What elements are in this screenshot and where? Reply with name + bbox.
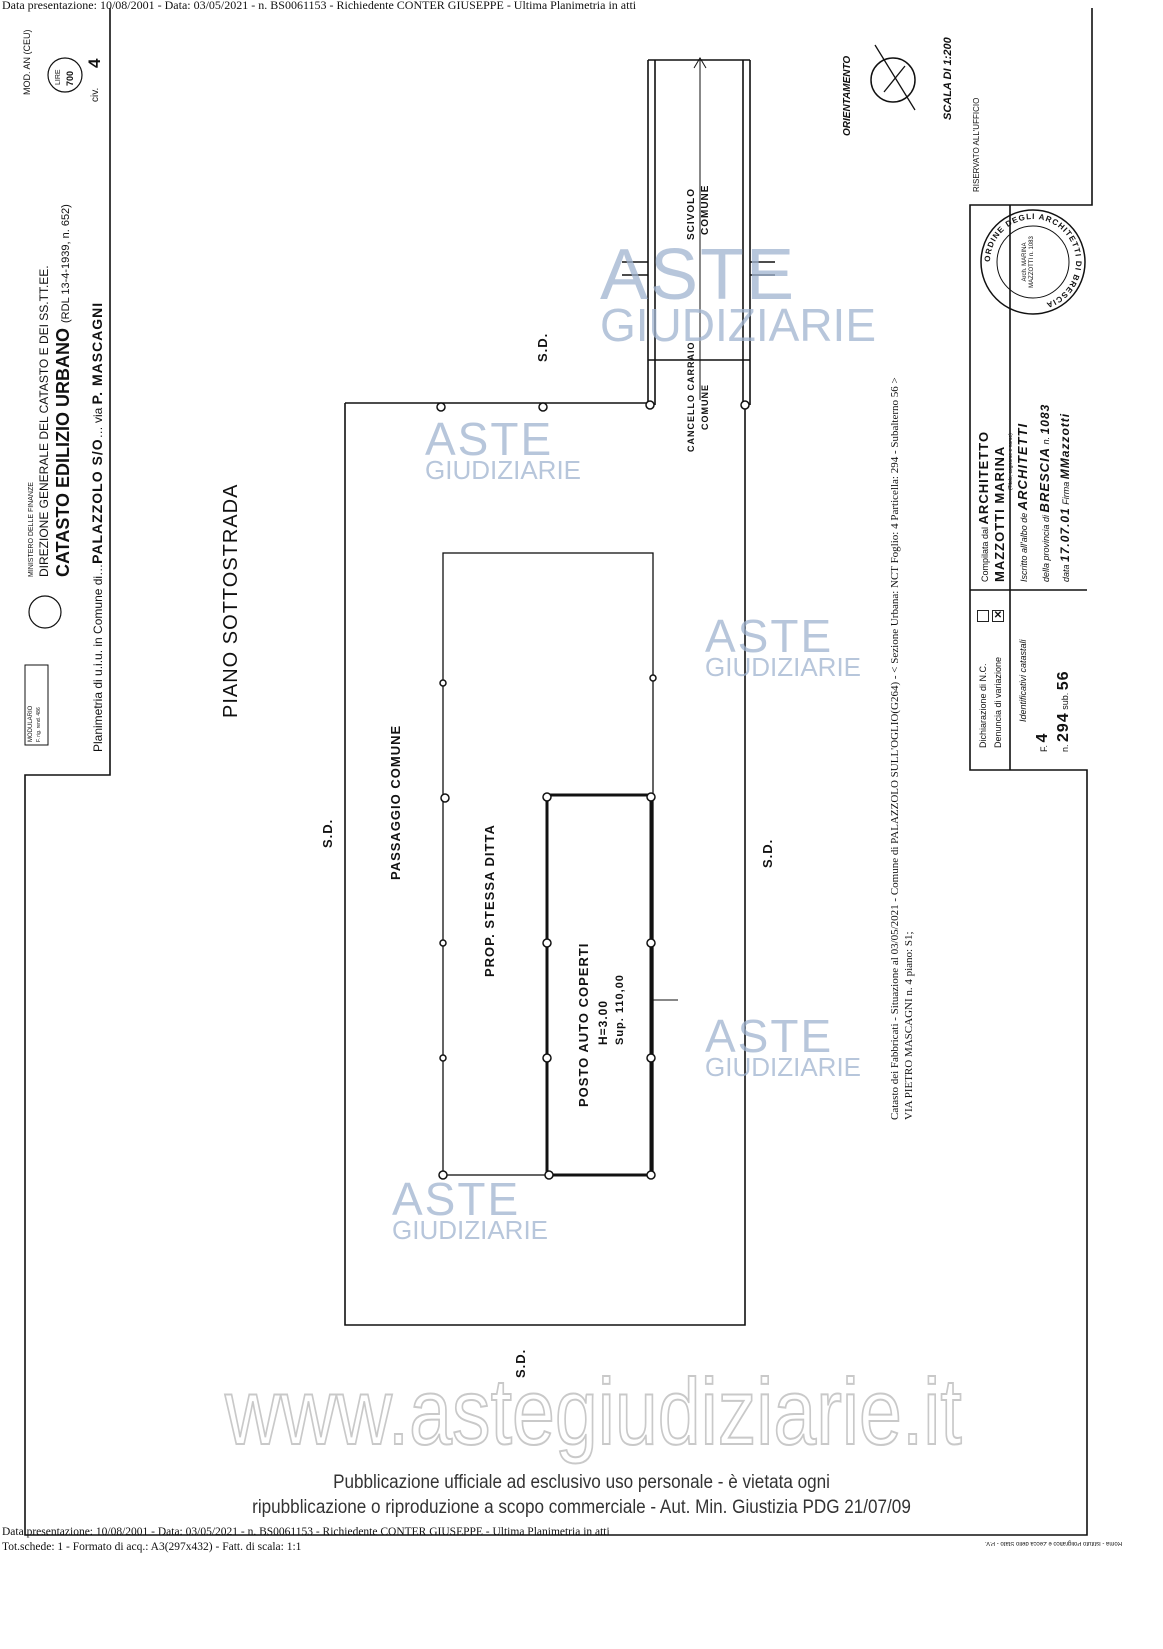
same-owner-label: PROP. STESSA DITTA (482, 824, 497, 977)
identificativi-label: Identificativi catastali (1018, 639, 1028, 722)
civ-value: 4 (85, 57, 104, 68)
ramp (647, 59, 751, 405)
printer-note: Roma - Istituto Poligrafico e Zecca dell… (985, 1540, 1123, 1546)
orientation-label: ORIENTAMENTO (842, 55, 853, 136)
right-box-divider (970, 205, 1087, 770)
lire-value: 700 (65, 70, 75, 86)
modulario-label: MODULARIO (28, 705, 34, 742)
direction-label: DIREZIONE GENERALE DEL CATASTO E DEI SS.… (37, 265, 51, 577)
header-line: Data presentazione: 10/08/2001 - Data: 0… (2, 0, 637, 12)
dichiarazione-checkbox[interactable] (977, 610, 989, 622)
titolo-hint: (Titolo, cognome e nome) (1008, 433, 1014, 490)
albo-field: Iscritto all'albo de ARCHITETTI (1015, 422, 1030, 582)
cadastre-line-1: Catasto dei Fabbricati - Situazione al 0… (889, 377, 901, 1120)
location-line: Planimetria di u.i.u. in Comune di…PALAZ… (89, 301, 105, 752)
compass-arrow (874, 44, 916, 111)
document-title: CATASTO EDILIZIO URBANO (RDL 13-4-1939, … (53, 204, 73, 577)
watermark-site: www.astegiudiziarie.it (224, 1359, 962, 1465)
publication-line-2: ripubblicazione o riproduzione a scopo c… (252, 1497, 911, 1518)
footer-line-1: Data presentazione: 10/08/2001 - Data: 0… (2, 1526, 610, 1538)
ramp-walls (622, 261, 775, 276)
parking-label: POSTO AUTO COPERTI (576, 942, 591, 1107)
provincia-field: della provincia di BRESCIA n. 1083 (1037, 403, 1052, 582)
dichiarazione-label: Dichiarazione di N.C. (978, 663, 988, 748)
passage-label: PASSAGGIO COMUNE (388, 724, 403, 880)
gate-label: CANCELLO CARRAIO (686, 341, 696, 453)
civ-label: civ. (90, 87, 101, 102)
compiler-name: MAZZOTTI MARINA (992, 445, 1007, 582)
sd-label-right: S.D. (760, 838, 775, 868)
modulario-box (24, 664, 49, 746)
lire-label: LIRE (55, 69, 62, 85)
sd-label-left: S.D. (320, 818, 335, 848)
cadastre-line-2: VIA PIETRO MASCAGNI n. 4 piano: S1; (903, 931, 915, 1120)
sd-label-top: S.D. (535, 332, 550, 362)
surface-label: Sup. 110,00 (614, 974, 626, 1045)
floor-label: PIANO SOTTOSTRADA (220, 483, 242, 718)
height-label: H=3.00 (596, 999, 610, 1045)
outer-boundary (344, 402, 746, 1326)
ramp-label-2: COMUNE (700, 184, 711, 235)
denuncia-checkbox-checked[interactable]: ✕ (992, 610, 1004, 622)
data-firma-field: data 17.07.01 Firma MMazzotti (1058, 412, 1072, 582)
compilata-field: Compilata dal ARCHITETTO (976, 430, 991, 582)
ministry-emblem (28, 595, 62, 629)
compass (870, 57, 916, 103)
stamp-inner (996, 225, 1070, 299)
gate-label-2: COMUNE (700, 384, 710, 430)
particella-field: n. 294 sub. 56 (1055, 670, 1072, 752)
parking-box (545, 793, 653, 1177)
denuncia-label: Denuncia di variazione (993, 656, 1003, 748)
publication-line-1: Pubblicazione ufficiale ad esclusivo uso… (333, 1472, 830, 1493)
form-model: MOD. AN (CEU) (22, 29, 32, 95)
ramp-label: SCIVOLO (686, 187, 697, 240)
scale-label: SCALA DI 1:200 (942, 37, 954, 120)
form-frame (24, 8, 1093, 1536)
ramp-arrow (693, 57, 707, 400)
stamp-outer (980, 209, 1086, 315)
stamp-text: Arch. MARINA MAZZOTTI n. 1083 (1022, 236, 1035, 288)
modulario-sub: F. rig. rend. 486 (36, 707, 42, 742)
reserved-label: RISERVATO ALL'UFFICIO (972, 97, 981, 192)
lire-circle (47, 57, 83, 93)
footer-line-2: Tot.schede: 1 - Formato di acq.: A3(297x… (2, 1541, 302, 1553)
ministry-label: MINISTERO DELLE FINANZE (28, 482, 35, 577)
foglio-field: F. 4 (1034, 732, 1051, 752)
